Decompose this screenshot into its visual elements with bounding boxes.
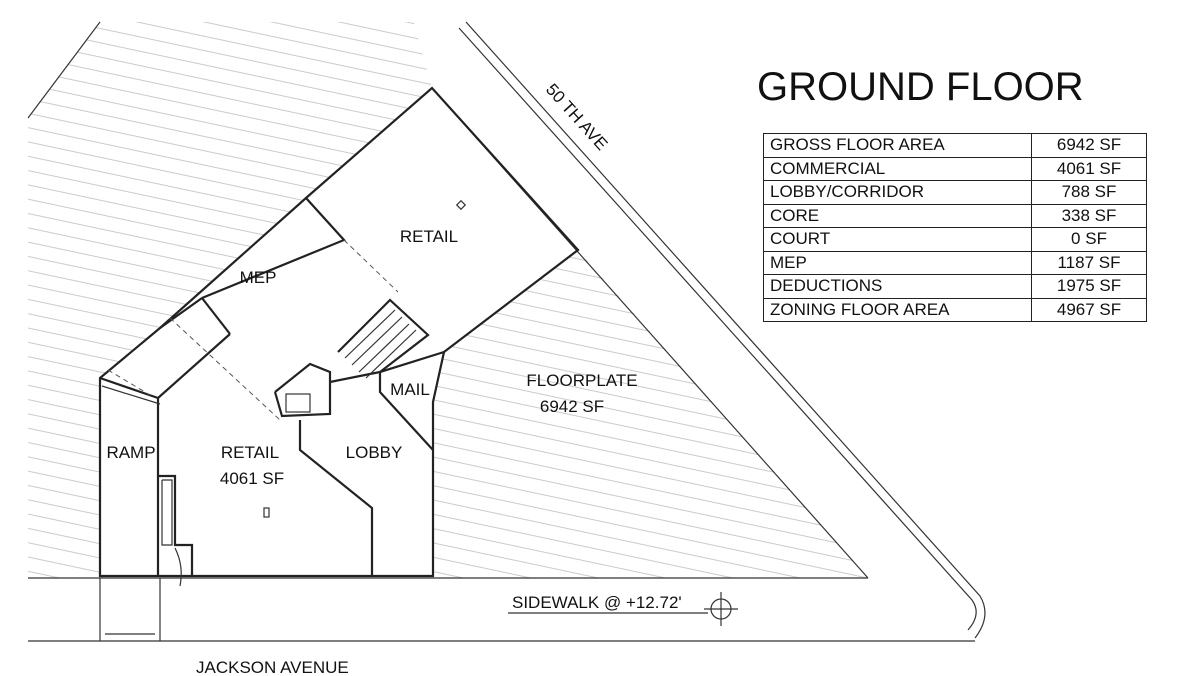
area-value: 4967 SF xyxy=(1031,297,1147,322)
room-label-retail-south: RETAIL xyxy=(221,443,279,462)
area-label: COMMERCIAL xyxy=(763,156,1032,181)
elevation-marker-icon xyxy=(704,592,738,626)
lot-hatching xyxy=(28,22,868,578)
area-value: 788 SF xyxy=(1031,180,1147,205)
dashed-overhead-lines xyxy=(107,239,399,421)
street-label-50th-ave: 50 TH AVE xyxy=(542,80,611,154)
room-area-retail-south: 4061 SF xyxy=(220,469,284,488)
area-label: LOBBY/CORRIDOR xyxy=(763,180,1032,205)
area-value: 338 SF xyxy=(1031,203,1147,228)
area-value: 4061 SF xyxy=(1031,156,1147,181)
area-value: 1975 SF xyxy=(1031,274,1147,299)
page-title: GROUND FLOOR xyxy=(757,65,1084,109)
avenue-edge-lines xyxy=(27,21,986,639)
building-outline xyxy=(98,86,580,578)
area-label: CORE xyxy=(763,203,1032,228)
room-label-mail: MAIL xyxy=(390,380,430,399)
area-label: COURT xyxy=(763,227,1032,252)
room-label-ramp: RAMP xyxy=(106,443,155,462)
floorplate-area: 6942 SF xyxy=(540,397,604,416)
area-label: MEP xyxy=(763,250,1032,275)
sidewalk-elevation-label: SIDEWALK @ +12.72' xyxy=(512,593,682,612)
area-value: 6942 SF xyxy=(1031,133,1147,158)
area-value: 0 SF xyxy=(1031,227,1147,252)
room-label-mep: MEP xyxy=(240,268,277,287)
room-label-retail-north: RETAIL xyxy=(400,227,458,246)
room-label-lobby: LOBBY xyxy=(346,443,403,462)
area-value: 1187 SF xyxy=(1031,250,1147,275)
area-label: DEDUCTIONS xyxy=(763,274,1032,299)
area-label: GROSS FLOOR AREA xyxy=(763,133,1032,158)
street-label-jackson-avenue: JACKSON AVENUE xyxy=(196,658,349,676)
jackson-avenue-curb xyxy=(28,577,975,642)
area-label: ZONING FLOOR AREA xyxy=(763,297,1032,322)
floorplate-label: FLOORPLATE xyxy=(526,371,637,390)
